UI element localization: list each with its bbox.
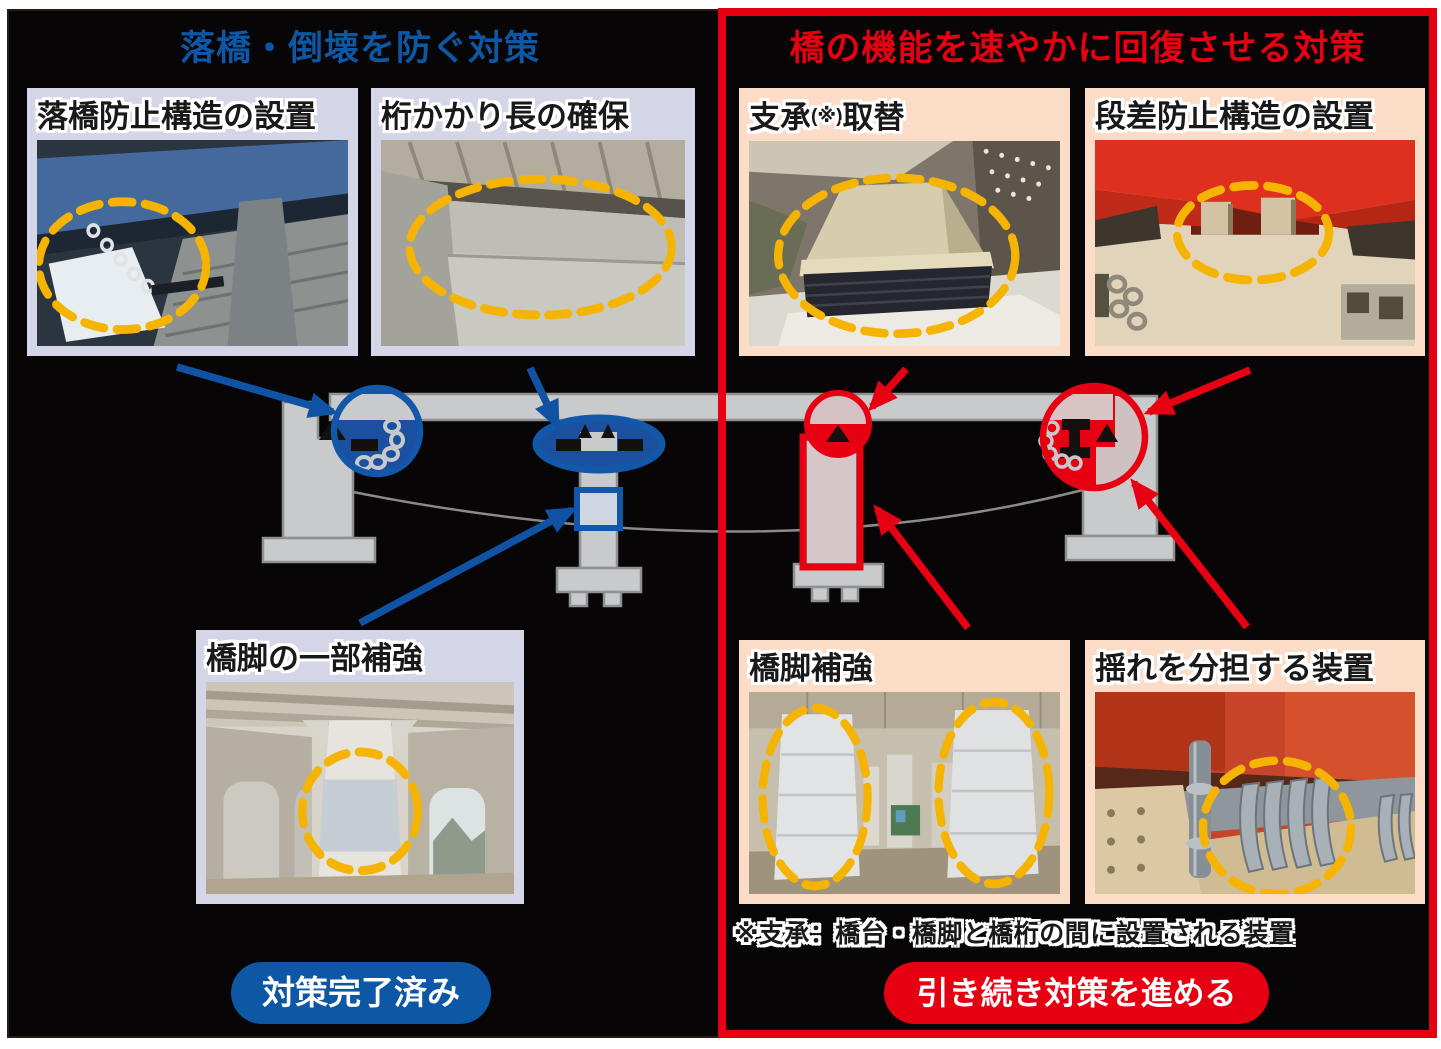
restore-section-border bbox=[718, 8, 1437, 1038]
